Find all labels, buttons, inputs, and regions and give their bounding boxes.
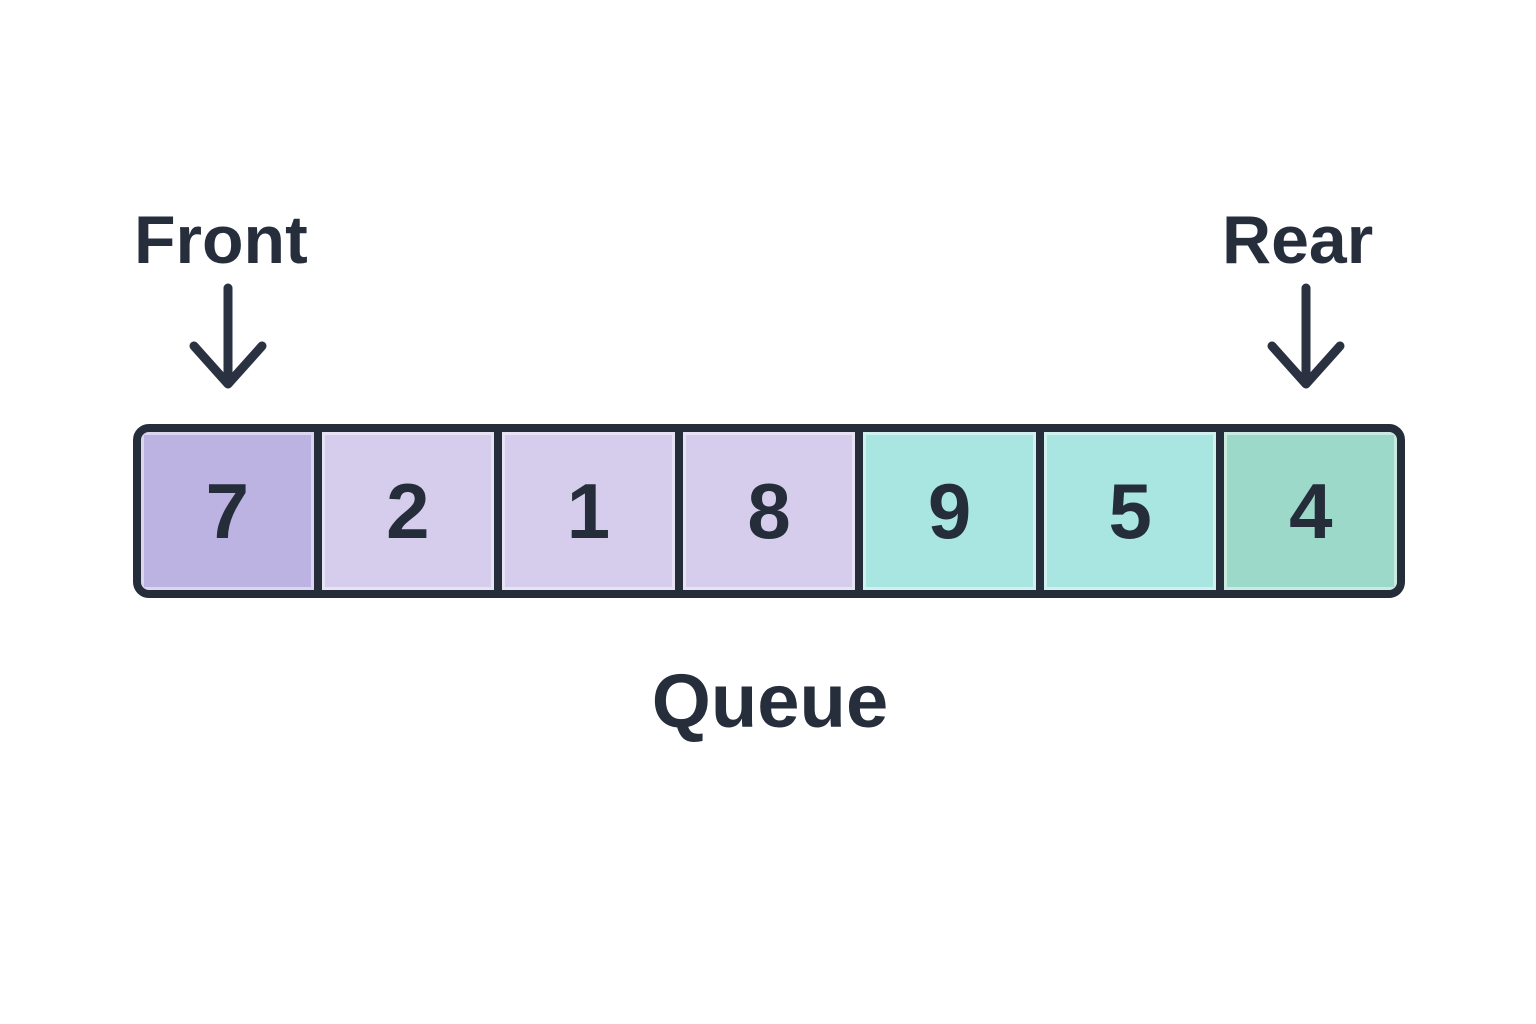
- queue-cell-middle-1: 2: [321, 432, 495, 590]
- cell-value: 8: [747, 467, 791, 555]
- queue-cell-rear: 4: [1224, 432, 1397, 590]
- cell-value: 7: [205, 467, 249, 555]
- rear-arrow-icon: [1267, 283, 1345, 389]
- front-arrow-icon: [189, 283, 267, 389]
- queue-cell-front: 7: [141, 432, 314, 590]
- cell-value: 4: [1289, 467, 1333, 555]
- cell-value: 9: [927, 467, 972, 555]
- queue-cell-middle-5: 5: [1043, 432, 1217, 590]
- queue-title: Queue: [651, 659, 889, 744]
- queue-cell-middle-3: 8: [682, 432, 856, 590]
- cell-value: 5: [1108, 467, 1152, 555]
- cell-value: 2: [386, 467, 430, 555]
- queue-array: 7 2 1 8 9 5 4: [133, 424, 1405, 598]
- rear-label: Rear: [1222, 202, 1374, 278]
- cell-value: 1: [566, 467, 611, 555]
- queue-cell-middle-4: 9: [863, 432, 1036, 590]
- queue-cell-middle-2: 1: [502, 432, 675, 590]
- front-label: Front: [134, 202, 308, 278]
